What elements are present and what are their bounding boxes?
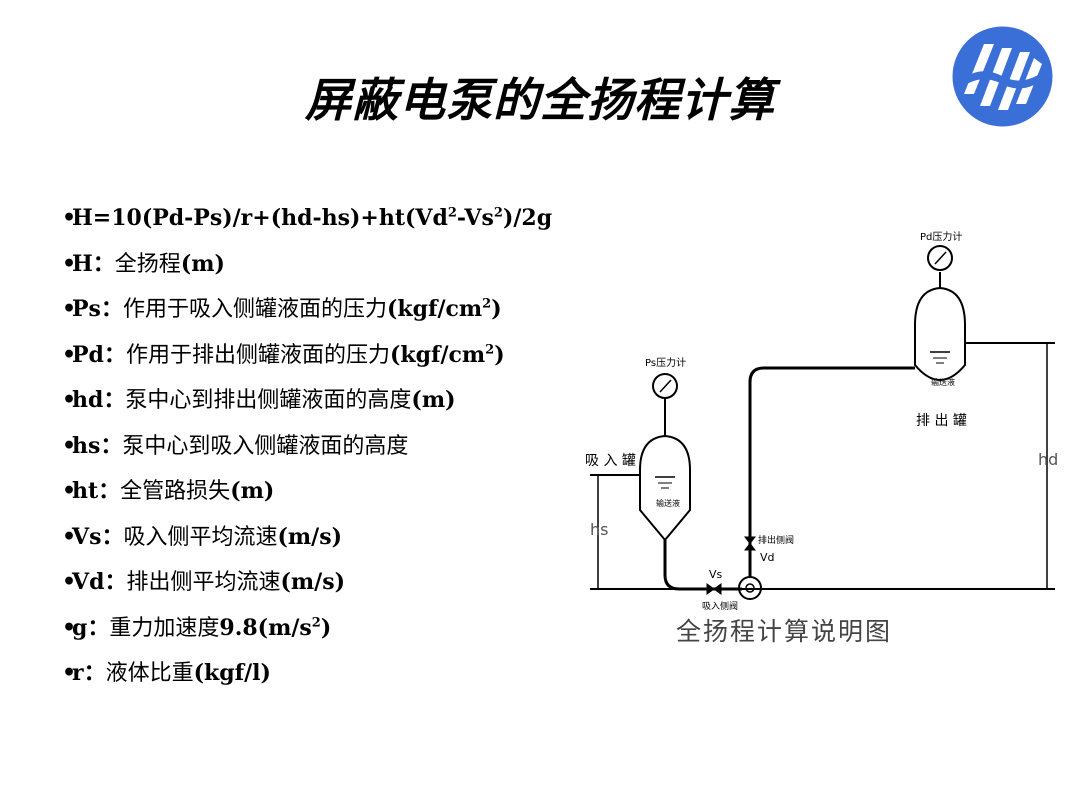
ps-gauge-icon	[652, 373, 678, 399]
suction-tank-label: 吸 入 罐	[585, 453, 636, 469]
company-logo-icon	[952, 26, 1053, 127]
suction-valve-icon	[706, 583, 722, 595]
discharge-valve-icon	[743, 536, 757, 551]
suction-valve-label: 吸入侧阀	[702, 600, 738, 612]
pd-gauge-label: Pd压力计	[920, 230, 962, 243]
vd-label: Vd	[760, 551, 775, 564]
discharge-tank	[914, 286, 966, 381]
slide-title: 屏蔽电泵的全扬程计算	[305, 73, 775, 127]
hd-label: hd	[1038, 450, 1058, 469]
head-calculation-diagram: Ps压力计 Pd压力计 吸 入 罐 排 出 罐 输送液 输送液 hs hd Vs…	[585, 230, 1058, 612]
diagram-caption: 全扬程计算说明图	[676, 617, 893, 646]
definition-item: •Vs：吸入侧平均流速(m/s)	[62, 523, 343, 550]
pd-gauge-icon	[927, 245, 953, 271]
discharge-tank-label: 排 出 罐	[916, 413, 967, 429]
vs-label: Vs	[709, 568, 723, 581]
definition-list: •H=10(Pd-Ps)/r+(hd-hs)+ht(Vd2-Vs2)/2g •H…	[62, 196, 552, 697]
definition-item: •H：全扬程(m)	[62, 250, 225, 277]
discharge-pipe	[748, 366, 915, 577]
hs-label: hs	[590, 520, 608, 539]
suction-liquid-label: 输送液	[656, 498, 680, 508]
ps-gauge-label: Ps压力计	[645, 356, 686, 369]
discharge-liquid-label: 输送液	[931, 377, 955, 387]
definition-item: •ht：全管路损失(m)	[62, 478, 275, 504]
definition-item: •hs：泵中心到吸入侧罐液面的高度	[62, 432, 409, 459]
suction-tank	[639, 434, 691, 542]
definition-item: •r：液体比重(kgf/l)	[62, 660, 271, 686]
formula-line: •H=10(Pd-Ps)/r+(hd-hs)+ht(Vd2-Vs2)/2g	[62, 205, 553, 231]
suction-pipe	[663, 540, 742, 591]
definition-item: •hd：泵中心到排出侧罐液面的高度(m)	[62, 387, 456, 413]
discharge-valve-label: 排出侧阀	[758, 534, 794, 546]
definition-item: •Pd：作用于排出侧罐液面的压力(kgf/cm2)	[62, 341, 505, 368]
definition-item: •Vd：排出侧平均流速(m/s)	[62, 569, 345, 595]
definition-item: •g：重力加速度9.8(m/s2)	[62, 614, 332, 641]
definition-item: •Ps：作用于吸入侧罐液面的压力(kgf/cm2)	[62, 296, 502, 322]
